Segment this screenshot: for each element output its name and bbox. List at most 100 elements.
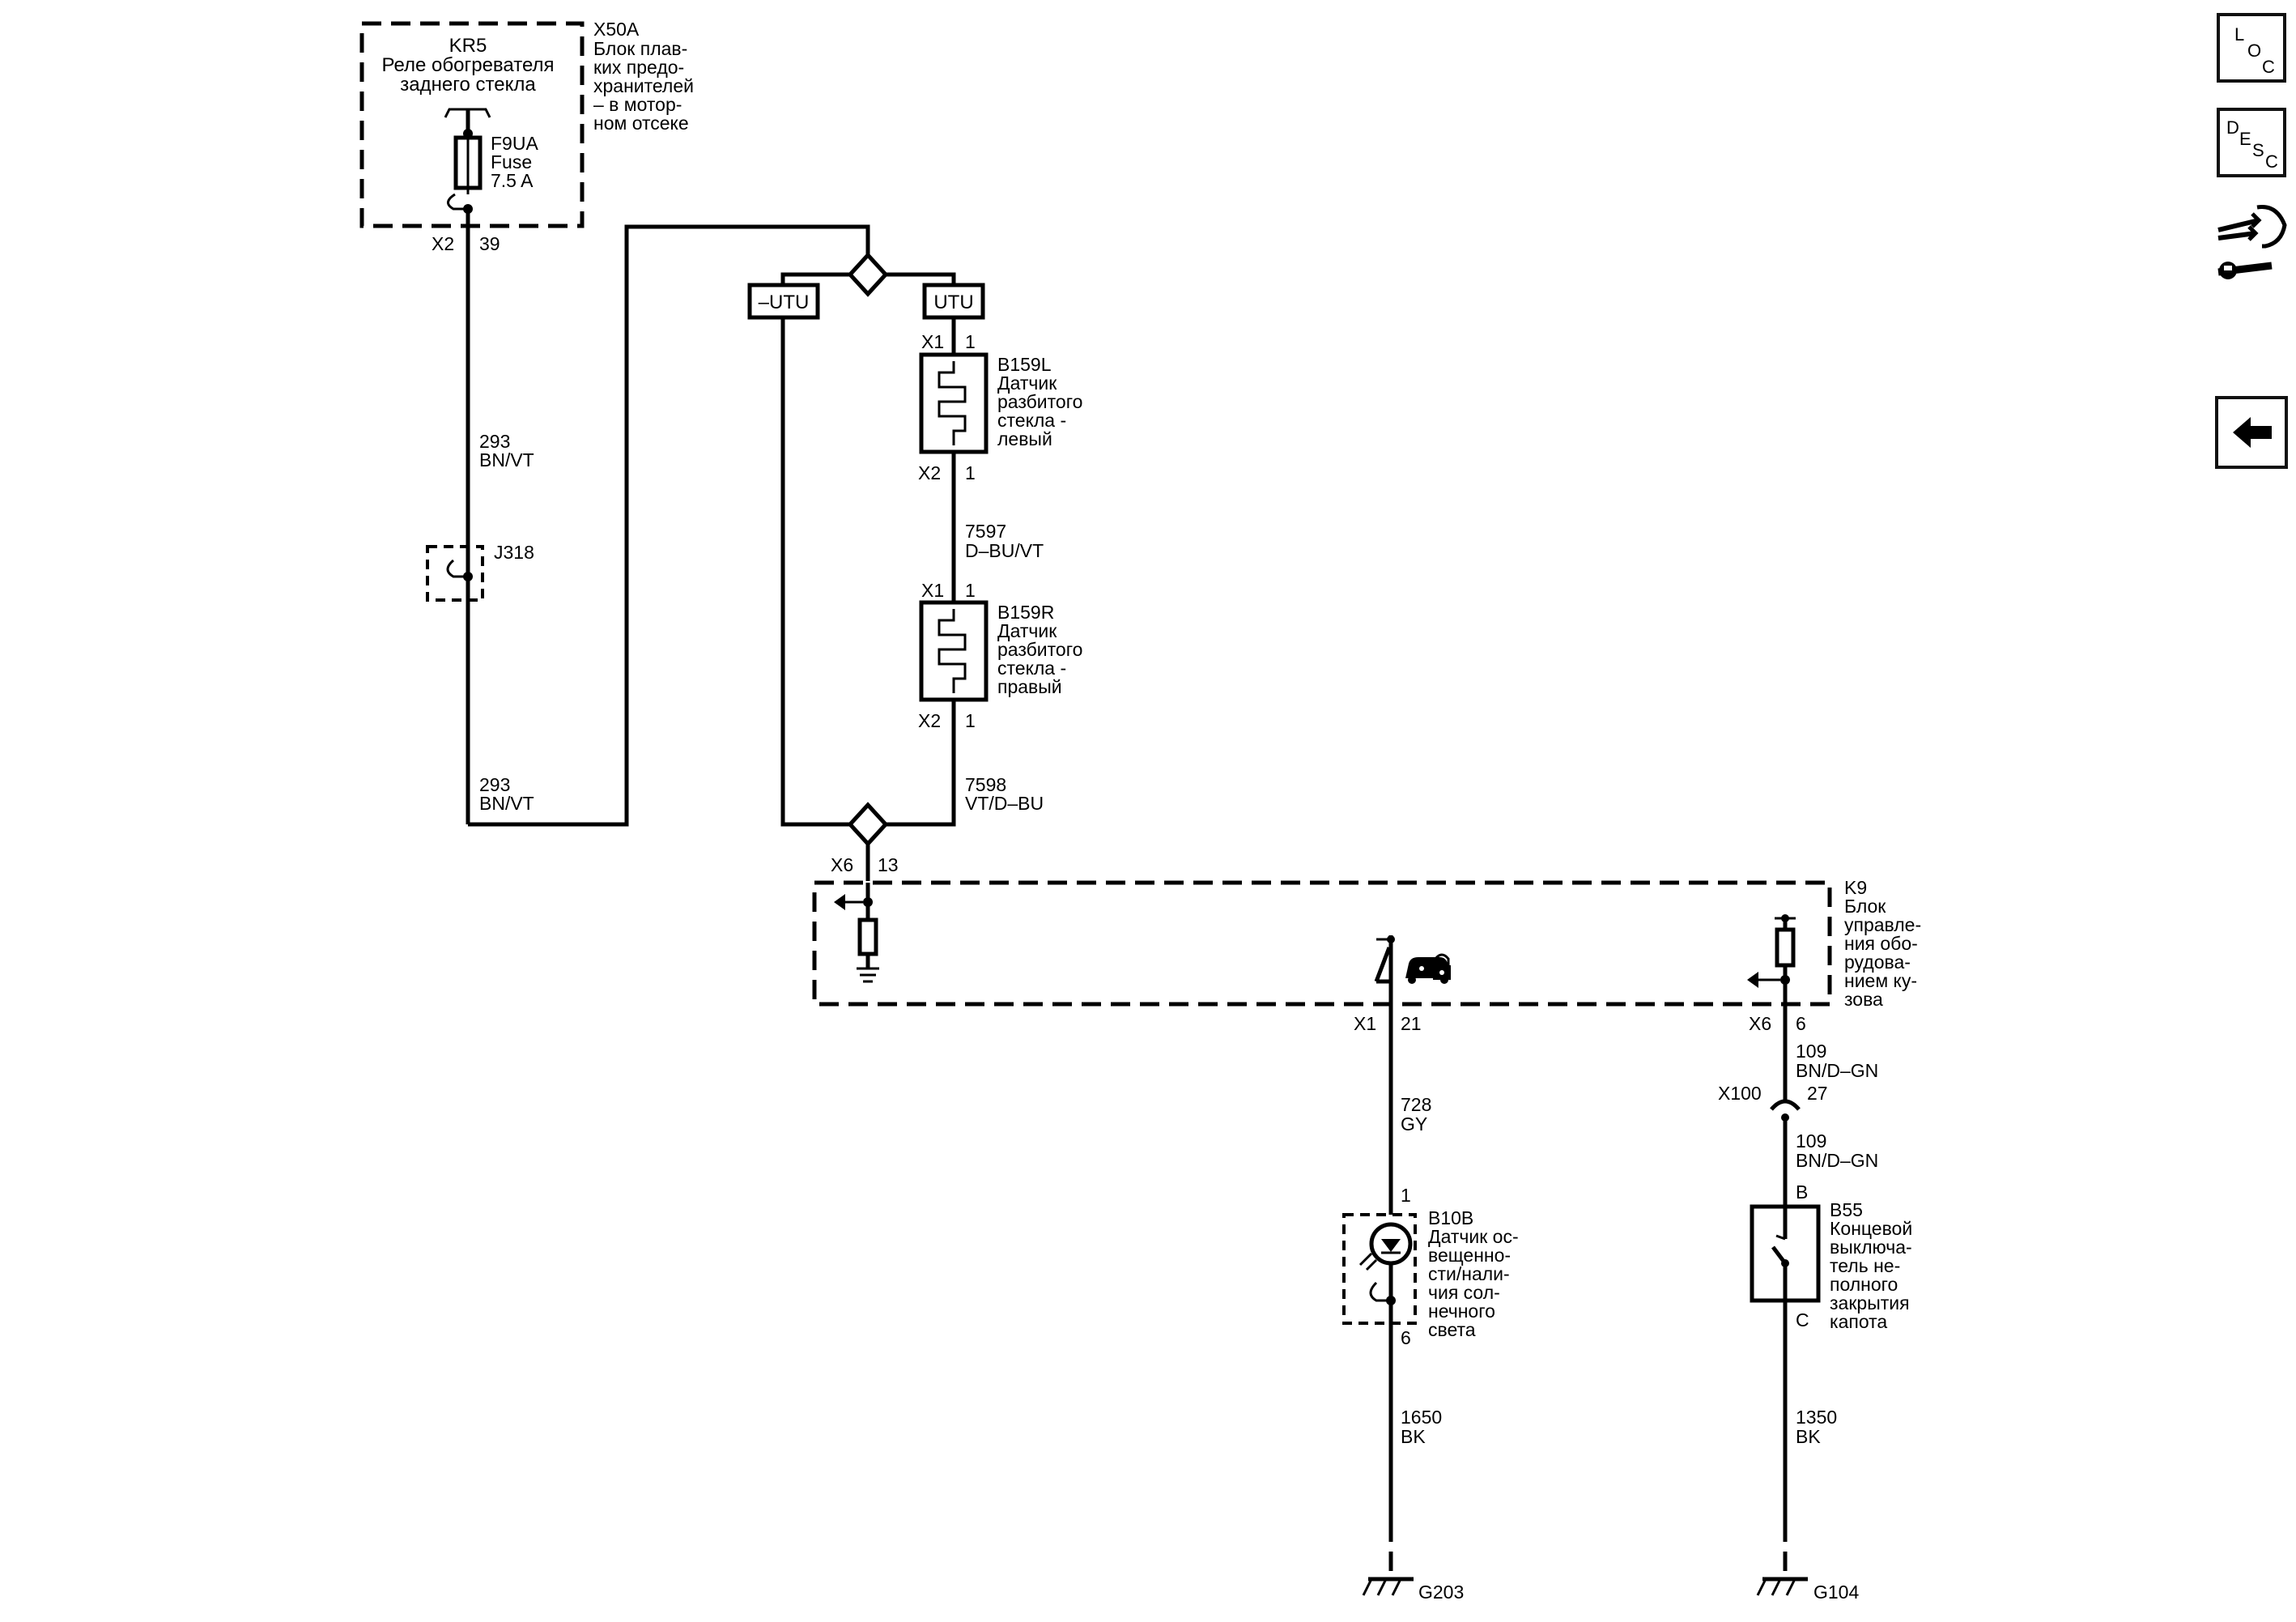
x50a-line2: ких предо- <box>593 57 684 78</box>
wire7598-num: 7598 <box>965 774 1006 795</box>
b159r-conn-bot: X2 <box>918 710 941 731</box>
desc-letter-s: S <box>2252 140 2264 160</box>
b55-line4: полного <box>1830 1274 1898 1295</box>
wire1350-color: BK <box>1796 1426 1821 1447</box>
loc-button[interactable]: L O C <box>2217 13 2286 83</box>
b159r-line4: правый <box>997 676 1062 697</box>
b55-line5: закрытия <box>1830 1292 1910 1313</box>
desc-letter-d: D <box>2226 117 2239 138</box>
b159l-conn-bot: X2 <box>918 462 941 483</box>
x50a-line1: Блок плав- <box>593 38 687 59</box>
b55-line1: Концевой <box>1830 1218 1912 1239</box>
vehicle-lock-icon <box>1405 953 1451 984</box>
k9-output-resistor-icon <box>1747 914 1796 1004</box>
wire7597-num: 7597 <box>965 521 1006 542</box>
b55-line6: капота <box>1830 1311 1887 1332</box>
b159l-line3: стекла - <box>997 410 1066 431</box>
x50a-line5: ном отсеке <box>593 113 689 134</box>
b10b-photodiode-icon <box>1358 1222 1413 1271</box>
back-button[interactable] <box>2215 396 2288 469</box>
b10b-line6: света <box>1428 1319 1476 1340</box>
k9-line5: нием ку- <box>1844 970 1917 991</box>
x100-pin: 27 <box>1807 1083 1828 1104</box>
wire7598-color: VT/D–BU <box>965 793 1044 814</box>
wire109-a-num: 109 <box>1796 1041 1826 1062</box>
kr5-id: KR5 <box>449 35 487 57</box>
wire7597-color: D–BU/VT <box>965 540 1044 561</box>
wire-293-route <box>468 224 870 827</box>
kr5-line1: Реле обогревателя <box>382 54 555 76</box>
b10b-line5: нечного <box>1428 1301 1495 1322</box>
x6-13-conn: X6 <box>831 854 853 875</box>
kr5-line2: заднего стекла <box>400 74 536 96</box>
connector-repair-button[interactable] <box>2215 201 2290 282</box>
b159l-line1: Датчик <box>997 373 1057 394</box>
ground-right-label: G104 <box>1813 1582 1859 1603</box>
wire293-a-color: BN/VT <box>479 449 534 470</box>
x2-connector-icon <box>447 193 468 211</box>
wire1350-num: 1350 <box>1796 1407 1837 1428</box>
wire293-a-num: 293 <box>479 431 510 452</box>
g104-ground-icon <box>1756 1577 1808 1596</box>
g203-ground-icon <box>1362 1577 1414 1596</box>
wiring-diagram: KR5 Реле обогревателя заднего стекла X50… <box>359 19 1921 1603</box>
b159r-line1: Датчик <box>997 620 1057 641</box>
wire109-a-color: BN/D–GN <box>1796 1060 1878 1081</box>
wire1650-num: 1650 <box>1401 1407 1442 1428</box>
k9-input-resistor-to-ground <box>834 883 879 983</box>
desc-button[interactable]: D E S C <box>2217 108 2286 177</box>
x50a-id: X50A <box>593 19 640 40</box>
k9-switch-icon <box>1374 935 1395 1004</box>
j318-connector-icon <box>446 559 468 578</box>
x1-21-conn: X1 <box>1354 1013 1376 1034</box>
x1-21-pin: 21 <box>1401 1013 1422 1034</box>
b159l-line4: левый <box>997 428 1052 449</box>
wire293-b-num: 293 <box>479 774 510 795</box>
loc-letter-l: L <box>2234 24 2245 45</box>
back-arrow-icon <box>2233 417 2272 448</box>
x2-top-pin: 39 <box>479 233 500 254</box>
b159l-line2: разбитого <box>997 391 1082 412</box>
b55-id: B55 <box>1830 1199 1863 1220</box>
k9-line3: ния обо- <box>1844 933 1918 954</box>
b10b-pin-top: 1 <box>1401 1185 1411 1206</box>
b10b-connector-icon <box>1369 1281 1391 1302</box>
x6-6-conn: X6 <box>1749 1013 1771 1034</box>
b159l-pin-top: 1 <box>965 331 976 352</box>
b159l-conn-top: X1 <box>921 331 944 352</box>
b55-line2: выключа- <box>1830 1237 1912 1258</box>
loc-letter-o: O <box>2247 40 2262 61</box>
desc-letter-c: C <box>2265 151 2278 172</box>
b10b-line4: чия сол- <box>1428 1282 1500 1303</box>
k9-line6: зова <box>1844 989 1883 1010</box>
k9-id: K9 <box>1844 877 1867 898</box>
wire728-num: 728 <box>1401 1094 1431 1115</box>
fuse-rating: 7.5 A <box>491 170 534 191</box>
wire109-b-color: BN/D–GN <box>1796 1150 1878 1171</box>
b55-switch-icon <box>1771 1207 1789 1301</box>
b10b-line3: сти/нали- <box>1428 1263 1510 1284</box>
b55-pin-top: B <box>1796 1181 1808 1203</box>
b159r-conn-top: X1 <box>921 580 944 601</box>
wire109-b-num: 109 <box>1796 1130 1826 1152</box>
utu-select-diamond <box>847 252 889 297</box>
b10b-line2: вещеннo- <box>1428 1245 1511 1266</box>
k9-line1: Блок <box>1844 896 1886 917</box>
b10b-line1: Датчик ос- <box>1428 1226 1519 1247</box>
b10b-pin-bot: 6 <box>1401 1327 1411 1348</box>
fuse-type: Fuse <box>491 151 532 172</box>
wire-7598 <box>886 700 956 827</box>
b159r-pin-bot: 1 <box>965 710 976 731</box>
k9-line2: управле- <box>1844 914 1921 935</box>
x6-6-pin: 6 <box>1796 1013 1806 1034</box>
b159r-pin-top: 1 <box>965 580 976 601</box>
connector-repair-icon <box>2217 204 2287 279</box>
loc-letter-c: C <box>2262 57 2275 77</box>
x2-top-conn: X2 <box>432 233 454 254</box>
b55-pin-bot: C <box>1796 1309 1809 1330</box>
x50a-line3: хранителей <box>593 75 694 96</box>
b10b-id: B10B <box>1428 1207 1473 1228</box>
x50a-line4: – в мотор- <box>593 94 682 115</box>
j318-label: J318 <box>494 542 534 563</box>
wire1650-color: BK <box>1401 1426 1426 1447</box>
